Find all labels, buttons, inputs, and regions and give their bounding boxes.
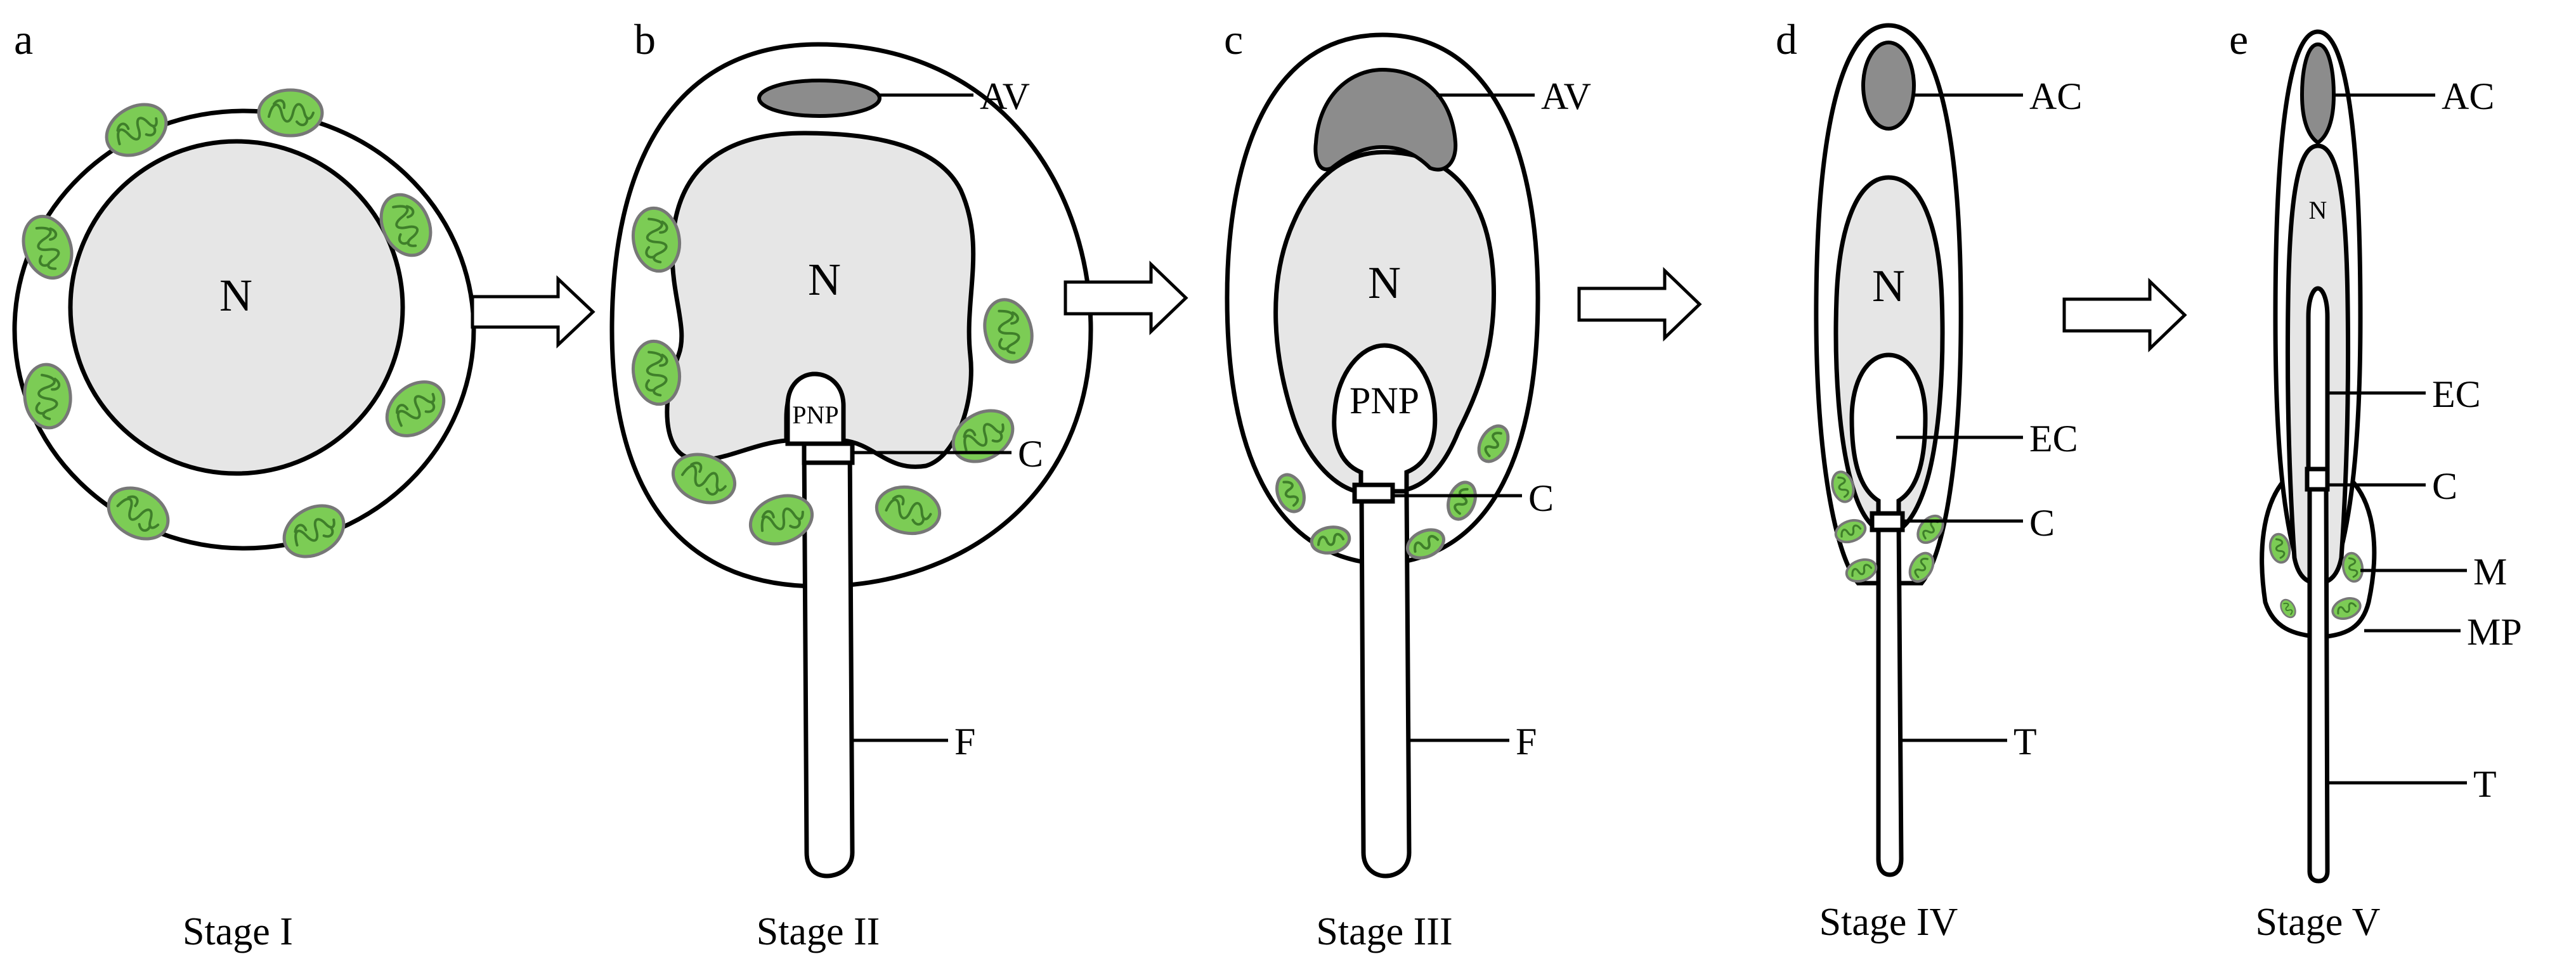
centriole-e bbox=[2305, 467, 2330, 492]
f-label-b: F bbox=[954, 721, 975, 763]
c-label-c: C bbox=[1528, 477, 1554, 519]
ac-label-d: AC bbox=[2029, 75, 2082, 117]
panel-e: e N AC EC C M MP T Stage V bbox=[2229, 15, 2522, 944]
mitochondrion-icon bbox=[259, 90, 322, 136]
t-label-e: T bbox=[2473, 763, 2497, 805]
ac-label-e: AC bbox=[2442, 75, 2494, 117]
c-label-d: C bbox=[2029, 502, 2055, 544]
stage-label-a: Stage I bbox=[183, 910, 293, 953]
centriole-b bbox=[802, 441, 855, 465]
centriole-c bbox=[1352, 482, 1395, 504]
m-label-e: M bbox=[2473, 551, 2507, 593]
c-label-e: C bbox=[2432, 465, 2457, 507]
nucleus-a bbox=[68, 139, 405, 476]
nucleus-label-e: N bbox=[2309, 196, 2327, 224]
panel-d: d N AC EC C T Stage IV bbox=[1776, 15, 2082, 944]
pnp-b bbox=[785, 371, 846, 446]
c-label-b: C bbox=[1018, 433, 1043, 475]
panel-letter-e: e bbox=[2229, 15, 2248, 63]
nucleus-label-c: N bbox=[1368, 257, 1401, 308]
tail-d bbox=[1876, 518, 1904, 877]
pnp-label-c: PNP bbox=[1350, 380, 1419, 422]
arrow-right-icon bbox=[471, 275, 595, 349]
panel-letter-a: a bbox=[14, 15, 33, 63]
pnp-c bbox=[1332, 343, 1438, 494]
ec-label-e: EC bbox=[2432, 373, 2481, 415]
centriole-d bbox=[1870, 511, 1905, 532]
endonuclear-canal-d bbox=[1849, 352, 1928, 529]
av-label-b: AV bbox=[980, 75, 1030, 117]
arrow-right-icon bbox=[1577, 267, 1702, 342]
acrosomal-vesicle-c bbox=[1313, 67, 1458, 172]
panel-letter-b: b bbox=[634, 15, 656, 63]
stage-label-b: Stage II bbox=[757, 910, 880, 953]
endonuclear-canal-e bbox=[2306, 286, 2330, 491]
pnp-label-b: PNP bbox=[792, 401, 838, 429]
av-label-c: AV bbox=[1541, 75, 1591, 117]
panel-a: N a Stage I bbox=[12, 15, 476, 953]
flagellum-c bbox=[1359, 489, 1412, 879]
stage-label-e: Stage V bbox=[2256, 901, 2381, 944]
nucleus-label-b: N bbox=[808, 254, 841, 305]
flagellum-b bbox=[802, 441, 855, 879]
nucleus-label-d: N bbox=[1872, 261, 1905, 311]
panel-letter-c: c bbox=[1224, 15, 1243, 63]
panel-letter-d: d bbox=[1776, 15, 1797, 63]
panel-b: b N PNP AV C F Stage II bbox=[609, 15, 1093, 953]
t-label-d: T bbox=[2013, 721, 2037, 763]
acrosomal-vesicle-b bbox=[757, 79, 881, 118]
nucleus-label-a: N bbox=[219, 270, 252, 321]
arrow-right-icon bbox=[2062, 278, 2187, 352]
stage-label-c: Stage III bbox=[1316, 910, 1452, 953]
arrow-right-icon bbox=[1064, 261, 1188, 335]
panel-c: c N PNP AV C F Stage III bbox=[1224, 15, 1591, 953]
f-label-c: F bbox=[1516, 721, 1537, 763]
mp-label-e: MP bbox=[2467, 611, 2522, 653]
stage-label-d: Stage IV bbox=[1819, 901, 1958, 944]
tail-e bbox=[2307, 479, 2330, 884]
ec-label-d: EC bbox=[2029, 418, 2078, 460]
acrosome-e bbox=[2300, 42, 2336, 145]
acrosome-d bbox=[1861, 41, 1916, 131]
